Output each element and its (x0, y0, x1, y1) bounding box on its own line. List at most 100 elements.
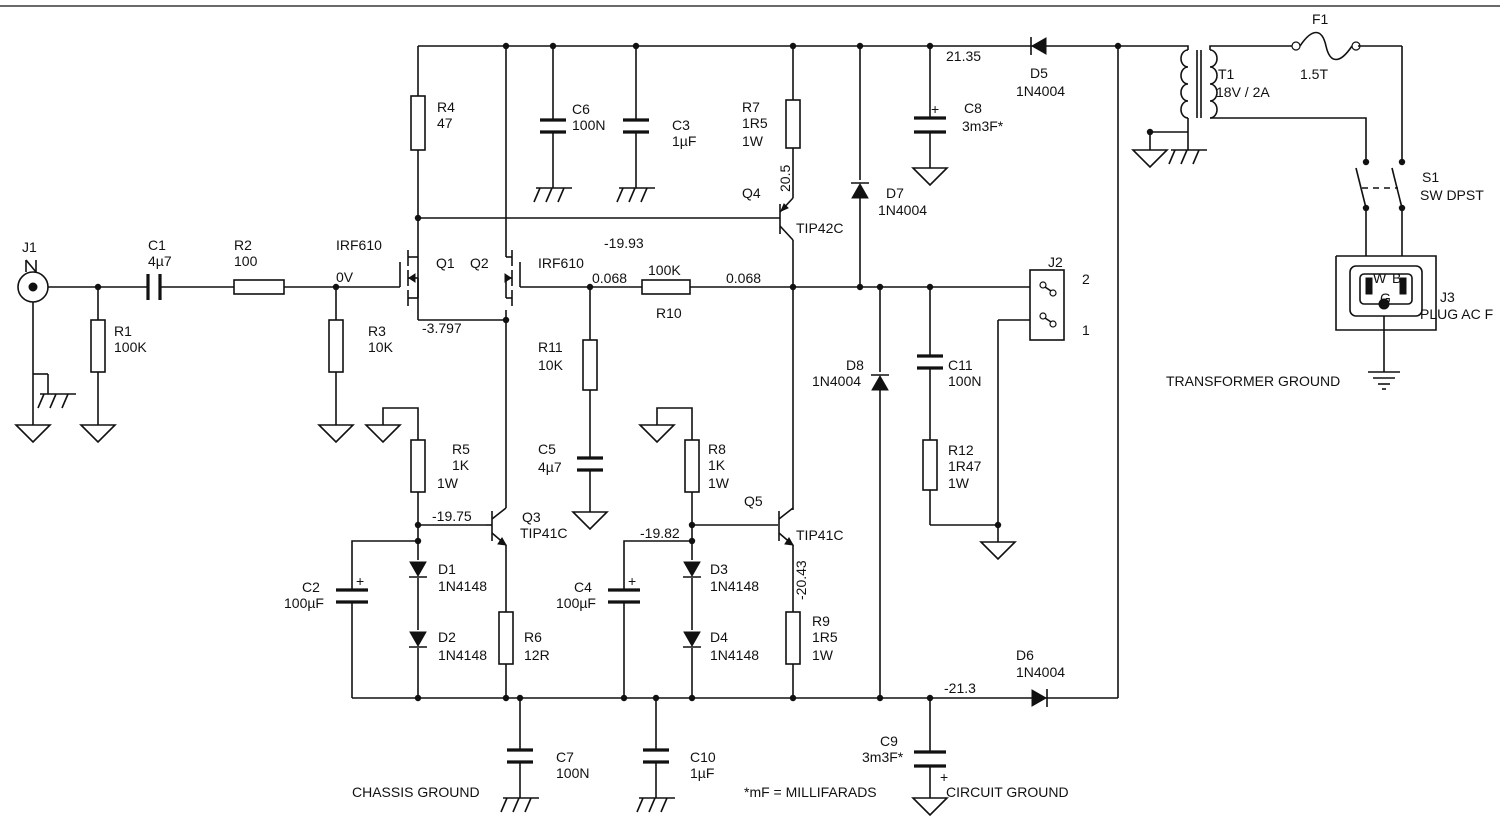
label-f1-ref: F1 (1312, 11, 1329, 27)
ground-icon (911, 797, 949, 817)
label-c7-value: 100N (556, 765, 589, 781)
chassis-ground-icon (1168, 149, 1207, 165)
label-j1-ref: J1 (22, 239, 37, 255)
label-d5-ref: D5 (1030, 65, 1048, 81)
label-c9-value: 3m3F* (862, 749, 904, 765)
label-r3-ref: R3 (368, 323, 386, 339)
label-q4-part: TIP42C (796, 220, 843, 236)
label-r8-rating: 1W (708, 475, 730, 491)
label-r8-value: 1K (708, 457, 726, 473)
label-c2-value: 100µF (284, 595, 324, 611)
label-c2-plus: + (356, 573, 364, 589)
label-s1-ref: S1 (1422, 169, 1439, 185)
chassis-ground-icon (616, 187, 655, 203)
voltage-q5-emitter: -20.43 (793, 560, 809, 600)
diode-d2 (409, 631, 427, 648)
label-r12-value: 1R47 (948, 458, 982, 474)
resistor-r3 (328, 319, 344, 373)
misc-components (17, 31, 1423, 341)
label-c5-value: 4µ7 (538, 459, 562, 475)
chassis-ground-icon (533, 187, 572, 203)
label-c8-value: 3m3F* (962, 118, 1004, 134)
voltage-q5-base: -19.82 (640, 525, 680, 541)
label-c1-value: 4µ7 (148, 253, 172, 269)
label-r9-rating: 1W (812, 647, 834, 663)
label-c4-ref: C4 (574, 579, 592, 595)
ground-icon (638, 424, 676, 444)
diode-d7 (851, 182, 869, 199)
capacitor-c11 (917, 354, 943, 370)
label-r9-value: 1R5 (812, 629, 838, 645)
label-r1-value: 100K (114, 339, 147, 355)
ground-symbols (14, 149, 1400, 817)
label-r10-value: 100K (648, 262, 681, 278)
voltage-output: 0.068 (726, 270, 761, 286)
mosfet-q2 (504, 250, 521, 306)
label-r11-ref: R11 (538, 339, 563, 355)
diode-d5 (1030, 37, 1047, 55)
label-d8-ref: D8 (846, 357, 864, 373)
earth-ground-icon (1368, 371, 1400, 390)
label-d5-part: 1N4004 (1016, 83, 1065, 99)
capacitor-c8 (914, 116, 946, 134)
resistor-r8 (684, 439, 700, 493)
note-chassis-ground: CHASSIS GROUND (352, 784, 480, 800)
label-r4-value: 47 (437, 115, 453, 131)
label-r7-ref: R7 (742, 99, 760, 115)
label-d1-part: 1N4148 (438, 578, 487, 594)
voltage-bottom-rail: -21.3 (944, 680, 976, 696)
label-j3-part: PLUG AC F (1420, 306, 1493, 322)
label-c3-ref: C3 (672, 117, 690, 133)
capacitor-c7 (507, 748, 533, 764)
label-q5-part: TIP41C (796, 527, 843, 543)
note-circuit-ground: CIRCUIT GROUND (946, 784, 1069, 800)
label-c9-ref: C9 (880, 733, 898, 749)
label-d2-ref: D2 (438, 629, 456, 645)
label-plug-w: W (1373, 270, 1387, 286)
resistor-r1 (90, 319, 106, 373)
label-plug-g: G (1380, 290, 1391, 306)
ground-icon (911, 167, 949, 187)
rca-jack-j1 (17, 259, 49, 303)
label-j2-pin2: 2 (1082, 271, 1090, 287)
label-d6-part: 1N4004 (1016, 664, 1065, 680)
label-d7-part: 1N4004 (878, 202, 927, 218)
label-c8-ref: C8 (964, 100, 982, 116)
chassis-ground-icon (37, 374, 76, 409)
label-plug-b: B (1392, 270, 1401, 286)
ground-icon (364, 424, 402, 444)
label-q1-ref: Q1 (436, 255, 455, 271)
resistor-r6 (498, 611, 514, 665)
label-r3-value: 10K (368, 339, 394, 355)
switch-s1 (1355, 167, 1403, 209)
label-r7-rating: 1W (742, 133, 764, 149)
ground-icon (571, 511, 609, 531)
label-r1-ref: R1 (114, 323, 132, 339)
label-q2-part: IRF610 (538, 255, 584, 271)
label-c9-plus: + (940, 769, 948, 785)
label-c11-ref: C11 (948, 357, 973, 373)
note-millifarads: *mF = MILLIFARADS (744, 784, 877, 800)
diode-d6 (1031, 689, 1048, 707)
diode-d4 (683, 631, 701, 648)
label-r6-value: 12R (524, 647, 550, 663)
label-s1-part: SW DPST (1420, 187, 1484, 203)
voltage-top-rail: 21.35 (946, 48, 981, 64)
capacitor-c2 (336, 588, 368, 604)
label-c4-value: 100µF (556, 595, 596, 611)
capacitors (146, 116, 946, 768)
ground-icon (79, 424, 117, 444)
resistor-r9 (785, 611, 801, 665)
label-r4-ref: R4 (437, 99, 455, 115)
label-q2-ref: Q2 (470, 255, 489, 271)
label-t1-ref: T1 (1218, 66, 1235, 82)
capacitor-c6 (540, 118, 566, 134)
label-c2-ref: C2 (302, 579, 320, 595)
label-r2-value: 100 (234, 253, 258, 269)
voltage-gate: 0V (336, 269, 354, 285)
label-c10-ref: C10 (690, 749, 716, 765)
label-c5-ref: C5 (538, 441, 556, 457)
label-c8-plus: + (931, 101, 939, 117)
label-c6-ref: C6 (572, 101, 590, 117)
